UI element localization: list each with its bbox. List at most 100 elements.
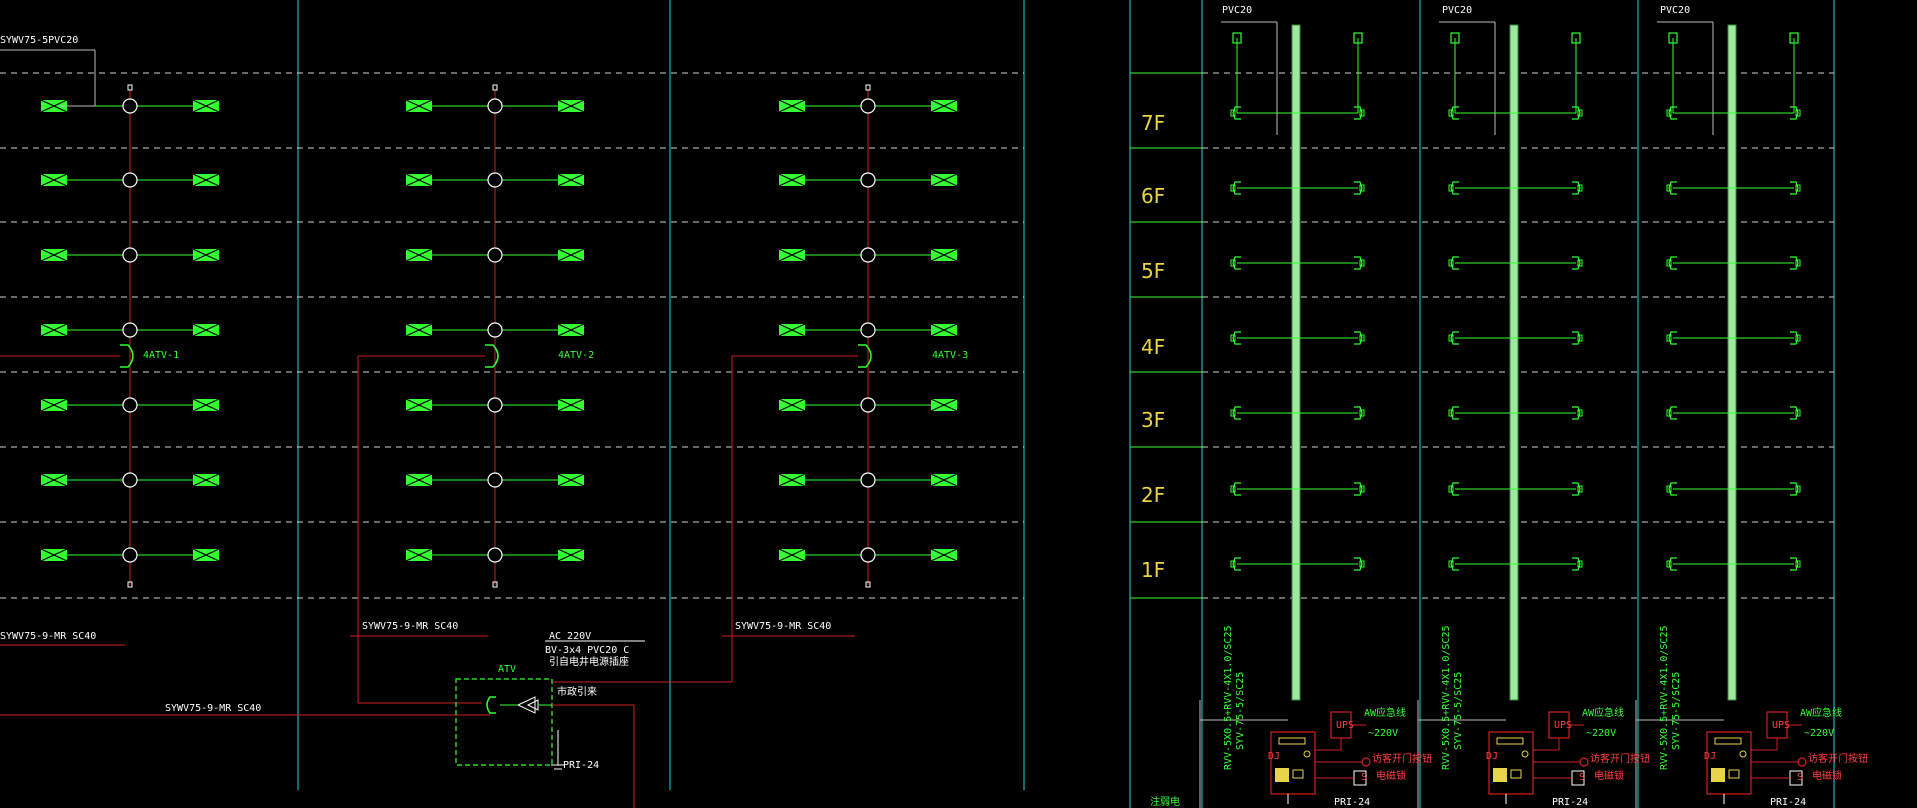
splitter-icon [487,322,503,338]
s-label-3: S [1797,772,1804,783]
indoor-unit-mark [1359,109,1365,117]
indoor-unit-icon [1668,181,1677,195]
indoor-unit-mark [1795,409,1801,417]
indoor-unit-mark [1666,560,1672,568]
cable-label-right: SYWV75-9-MR SC40 [735,621,832,632]
indoor-unit-icon [1572,557,1581,571]
splitter-icon [860,247,876,263]
vertical-cable-2b: SYV-75-5/SC25 [1453,671,1464,750]
indoor-unit-mark [1448,560,1454,568]
atv-box [455,678,553,766]
vertical-cable-1b: SYV-75-5/SC25 [1235,671,1246,750]
indoor-unit-mark [1666,184,1672,192]
ups-label-3: UPS [1772,720,1791,731]
splitter-icon [122,472,138,488]
indoor-unit-mark [1666,334,1672,342]
pvc-label-3: PVC20 [1660,5,1691,16]
indoor-unit-mark [1577,560,1583,568]
ups-label-1: UPS [1336,720,1355,731]
indoor-unit-icon [1232,331,1241,345]
indoor-unit-mark [1795,560,1801,568]
tv-outlet-mark [778,248,806,262]
indoor-unit-icon [1232,256,1241,270]
indoor-unit-icon [1232,106,1241,120]
indoor-unit-mark [1577,259,1583,267]
exit-button-icon [1797,757,1807,767]
vertical-cable-3a: RVV-5X0.5+RVV-4X1.0/SC25 [1659,625,1670,771]
indoor-unit-icon [1450,331,1459,345]
vertical-cable-1a: RVV-5X0.5+RVV-4X1.0/SC25 [1223,625,1234,771]
splitter-icon [487,172,503,188]
tv-outlet-mark [930,398,958,412]
floor-label-2f: 2F [1141,483,1166,507]
tv-outlet-mark [778,398,806,412]
dj-label-3: DJ [1704,751,1717,762]
indoor-unit-mark [1230,409,1236,417]
splitter-icon [860,172,876,188]
intercom-icon [1353,32,1363,44]
splitter-icon [860,547,876,563]
tv-outlet-mark [930,548,958,562]
door-station-icon [1706,731,1752,795]
indoor-unit-icon [1232,406,1241,420]
indoor-unit-mark [1795,485,1801,493]
intercom-icon [1571,32,1581,44]
terminal-marker [865,581,871,588]
indoor-unit-mark [1359,334,1365,342]
vertical-cable-2a: RVV-5X0.5+RVV-4X1.0/SC25 [1441,625,1452,771]
power-note-label: 引自电井电源插座 [549,657,629,668]
splitter-icon [487,247,503,263]
tv-outlet-mark [40,99,68,113]
indoor-unit-icon [1790,256,1799,270]
door-station-display [1714,737,1742,745]
indoor-unit-icon [1572,106,1581,120]
tv-outlet-mark [930,173,958,187]
indoor-unit-mark [1448,409,1454,417]
aw-label-1: AW应急线 [1364,708,1407,719]
indoor-unit-icon [1668,557,1677,571]
indoor-unit-icon [1668,482,1677,496]
amplifier-label-2: 4ATV-2 [558,350,595,361]
indoor-unit-mark [1795,184,1801,192]
indoor-unit-icon [1354,406,1363,420]
terminal-marker [865,84,871,91]
dj-label-1: DJ [1268,751,1281,762]
cable-label-top: SYWV75-5PVC20 [0,35,79,46]
door-station-keypad [1711,768,1725,782]
tv-outlet-mark [405,473,433,487]
tv-outlet-mark [40,248,68,262]
floor-label-6f: 6F [1141,184,1166,208]
amplifier-label-1: 4ATV-1 [143,350,180,361]
indoor-unit-mark [1448,109,1454,117]
riser-bus-bar [1291,24,1301,701]
indoor-unit-icon [1450,482,1459,496]
tv-outlet-mark [557,473,585,487]
door-station-speaker [1303,750,1311,758]
tv-outlet-mark [405,248,433,262]
corner-note: 注弱电 [1150,797,1180,808]
indoor-unit-icon [1354,482,1363,496]
splitter-icon [122,397,138,413]
tv-outlet-mark [192,548,220,562]
indoor-unit-icon [1232,557,1241,571]
door-release-label-1: 访客开门按钮 [1372,754,1432,765]
indoor-unit-icon [1668,406,1677,420]
tv-outlet-mark [405,548,433,562]
indoor-unit-icon [1572,256,1581,270]
door-station-camera [1510,769,1522,779]
indoor-unit-mark [1359,184,1365,192]
indoor-unit-mark [1795,109,1801,117]
indoor-unit-icon [1354,331,1363,345]
terminal-marker [127,84,133,91]
tv-outlet-mark [930,323,958,337]
cable-label-bottom: SYWV75-9-MR SC40 [165,703,262,714]
floor-label-5f: 5F [1141,259,1166,283]
electric-lock-label-1: 电磁锁 [1376,771,1406,782]
door-station-camera [1292,769,1304,779]
indoor-unit-mark [1230,184,1236,192]
indoor-unit-mark [1448,334,1454,342]
indoor-unit-icon [1450,181,1459,195]
voltage-label-2: ~220V [1586,728,1617,739]
tv-outlet-mark [930,99,958,113]
tv-outlet-mark [778,323,806,337]
